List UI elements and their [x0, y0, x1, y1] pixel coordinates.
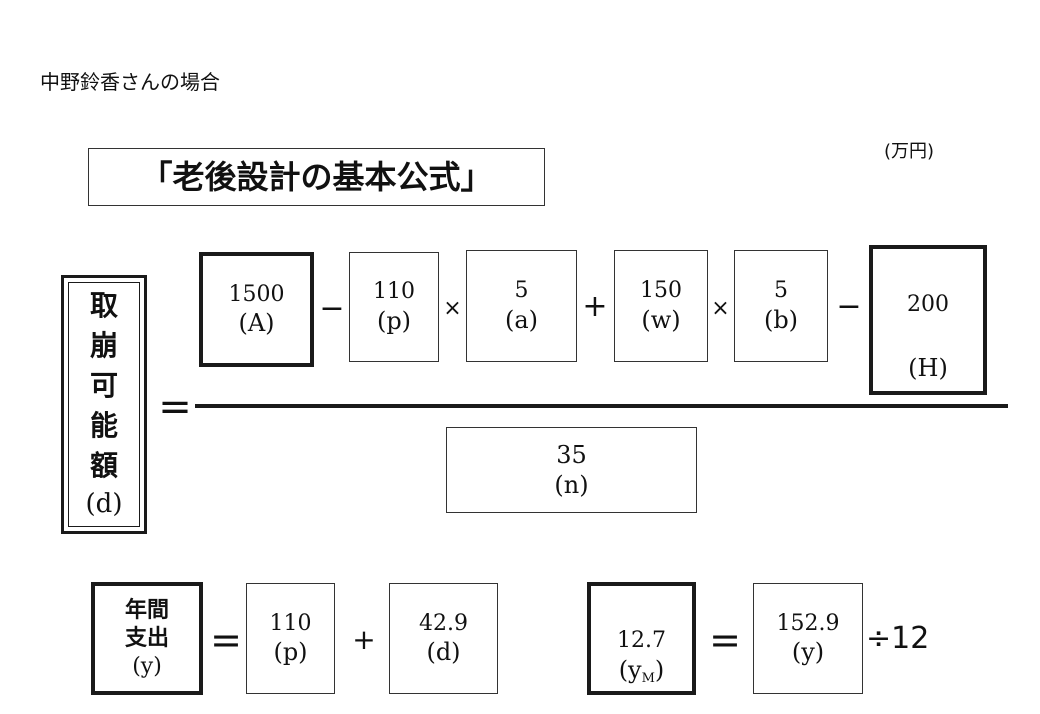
annual-expense-symbol: (y) [132, 653, 162, 679]
equals-sign: = [158, 384, 192, 430]
label-char-3: 可 [89, 368, 118, 402]
value-b: 5 [774, 278, 788, 304]
box-a: 5 (a) [466, 250, 577, 362]
symbol-a: (a) [504, 305, 539, 334]
monthly-symbol-sub: M [641, 670, 655, 686]
annual-value-p: 110 [269, 610, 312, 636]
plus-sign-annual: + [352, 622, 376, 656]
value-p: 110 [373, 279, 415, 305]
label-char-1: 取 [89, 289, 118, 322]
box-w: 150 (w) [614, 250, 708, 362]
symbol-b: (b) [763, 305, 799, 334]
minus-sign-2: − [836, 288, 862, 324]
value-H: 200 [907, 292, 949, 317]
value-n: 35 [556, 441, 587, 469]
withdrawable-amount-box: 取 崩 可 能 額 (d) [61, 275, 147, 534]
label-char-2: 崩 [89, 328, 118, 362]
formula-title: 「老後設計の基本公式」 [88, 148, 545, 206]
annual-expense-label-line1: 年間 [124, 596, 169, 623]
equals-sign-monthly: = [709, 618, 741, 662]
annual-expense-label-box: 年間 支出 (y) [91, 582, 203, 695]
value-w: 150 [640, 278, 682, 304]
minus-sign-1: − [319, 290, 345, 326]
symbol-w: (w) [641, 305, 681, 334]
monthly-symbol-close: ) [654, 655, 665, 684]
symbol-n: (n) [554, 471, 589, 499]
monthly-symbol: (yM) [619, 655, 665, 687]
times-sign-1: × [443, 295, 462, 321]
case-title: 中野鈴香さんの場合 [40, 70, 220, 94]
label-char-5: 額 [89, 448, 118, 482]
monthly-y-symbol: (y) [791, 638, 825, 667]
fraction-bar [195, 404, 1008, 408]
value-A: 1500 [228, 281, 285, 307]
box-n: 35 (n) [446, 427, 697, 513]
plus-sign-1: + [582, 288, 608, 324]
unit-label: (万円) [884, 141, 935, 162]
label-char-4: 能 [89, 408, 118, 442]
label-symbol-d: (d) [85, 488, 123, 519]
monthly-value: 12.7 [617, 628, 666, 654]
annual-value-d: 42.9 [419, 610, 468, 636]
symbol-A: (A) [238, 309, 275, 338]
box-p: 110 (p) [349, 252, 439, 362]
box-monthly: 12.7 (yM) [587, 582, 696, 695]
box-H: 200 (H) [869, 245, 987, 395]
divide-by-twelve: ÷12 [866, 621, 930, 656]
monthly-symbol-main: (y [618, 655, 642, 684]
annual-symbol-p: (p) [273, 638, 308, 667]
withdrawable-amount-label: 取 崩 可 能 額 (d) [68, 282, 140, 527]
box-annual-d: 42.9 (d) [389, 583, 498, 694]
equals-sign-annual: = [210, 618, 242, 662]
value-a: 5 [514, 278, 529, 304]
annual-expense-label-line2: 支出 [124, 625, 169, 652]
box-annual-p: 110 (p) [246, 583, 335, 694]
annual-symbol-d: (d) [426, 638, 461, 667]
symbol-p: (p) [376, 306, 412, 335]
box-monthly-y: 152.9 (y) [753, 583, 863, 694]
box-b: 5 (b) [734, 250, 828, 362]
symbol-H: (H) [908, 354, 948, 382]
times-sign-2: × [711, 295, 730, 321]
monthly-y-value: 152.9 [776, 610, 840, 636]
box-A: 1500 (A) [199, 252, 314, 367]
